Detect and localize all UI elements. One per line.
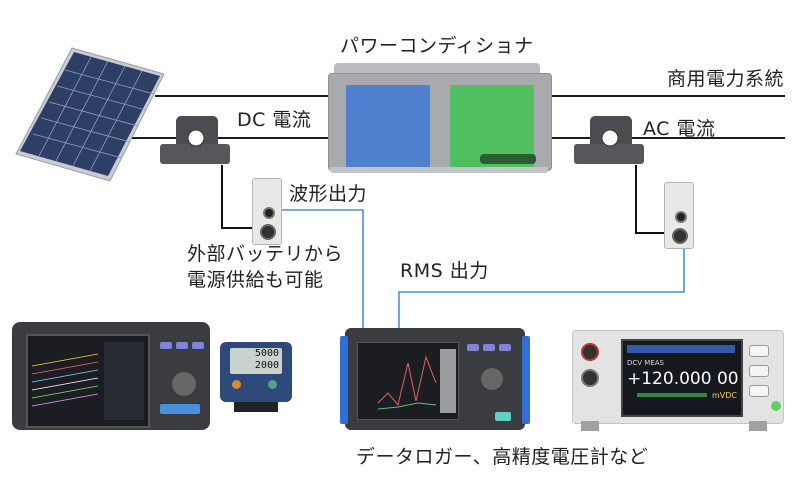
ac-sensor-cable bbox=[635, 165, 676, 234]
current-sensor-ac bbox=[572, 114, 644, 166]
instruments-caption: データロガー、高精度電圧計など bbox=[356, 446, 649, 468]
dc-current-label: DC 電流 bbox=[237, 109, 312, 131]
power-conditioner bbox=[328, 63, 552, 173]
memory-hilogger bbox=[12, 322, 210, 430]
external-battery-label-line2: 電源供給も可能 bbox=[187, 269, 324, 291]
waveform-output-label: 波形出力 bbox=[289, 183, 368, 205]
rms-signal-wire bbox=[398, 246, 685, 328]
dc-voltmeter: DCV MEAS +120.000 00 mVDC bbox=[572, 330, 784, 431]
pcs-indicator bbox=[480, 154, 536, 164]
data-logger-screen bbox=[357, 342, 459, 420]
grid-label: 商用電力系統 bbox=[667, 68, 785, 90]
sensor-unit-ac bbox=[664, 182, 694, 249]
external-battery-label-line1: 外部バッテリから bbox=[187, 243, 344, 265]
current-sensor-dc bbox=[158, 114, 230, 166]
dc-sensor-cable bbox=[221, 165, 264, 229]
pcs-blue-module bbox=[346, 85, 430, 169]
clamp-logger: 5000 2000 bbox=[220, 342, 292, 412]
data-logger bbox=[340, 328, 530, 430]
sensor-unit-dc bbox=[252, 178, 282, 245]
power-conditioner-label: パワーコンディショナ bbox=[340, 35, 534, 57]
rms-output-label: RMS 出力 bbox=[400, 260, 489, 282]
voltmeter-screen: DCV MEAS +120.000 00 mVDC bbox=[621, 339, 743, 417]
solar-panel bbox=[14, 46, 165, 182]
clamp-logger-display: 5000 2000 bbox=[230, 348, 282, 374]
waveform-signal-wire bbox=[270, 209, 364, 328]
hilogger-screen bbox=[26, 334, 150, 428]
ac-current-label: AC 電流 bbox=[643, 118, 716, 140]
